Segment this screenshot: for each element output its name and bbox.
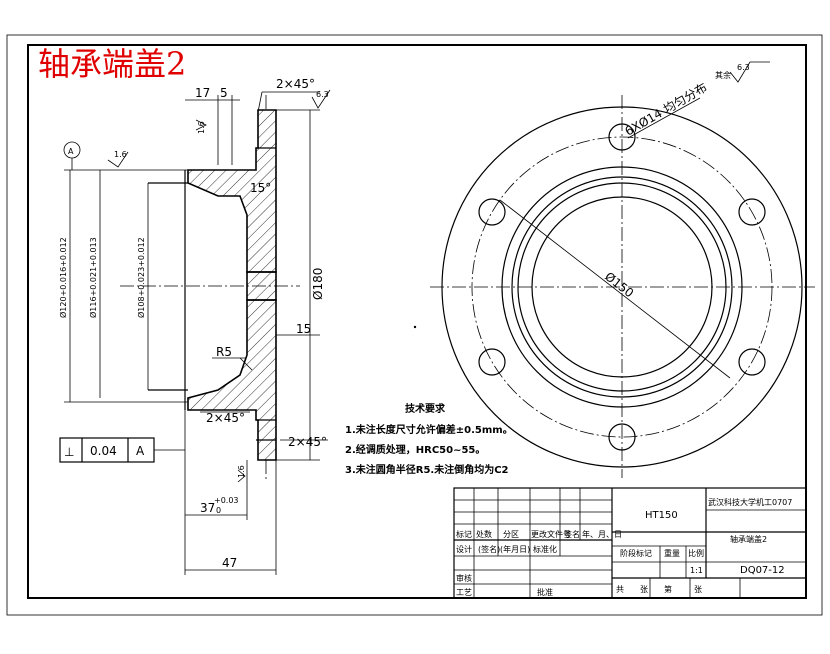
tolerance-value: 0.04	[90, 444, 117, 458]
dim-angle15: 15°	[250, 181, 271, 195]
rough-a: 1.6	[197, 121, 206, 134]
dim-r5: R5	[216, 345, 232, 359]
section-view: Ø120+0.016+0.012 Ø116+0.021+0.013 Ø108+0…	[58, 77, 331, 575]
dim-d120: Ø120+0.016+0.012	[58, 237, 68, 318]
rest-label: 其余	[715, 70, 731, 80]
tb-school: 武汉科技大学机工0707	[708, 497, 792, 507]
tb-approve: 批准	[537, 587, 553, 597]
dim-15: 15	[296, 322, 311, 336]
tolerance-symbol: ⊥	[64, 445, 74, 459]
tb-sheet-unit-2: 张	[694, 585, 702, 594]
tb-sheet-unit-1: 张	[640, 585, 648, 594]
rough-general: 6.3	[737, 63, 750, 72]
bolt-hole	[608, 123, 636, 151]
note-1: 1.未注长度尺寸允许偏差±0.5mm。	[345, 423, 513, 436]
tb-design: 设计	[456, 544, 472, 554]
bolt-hole	[478, 348, 506, 376]
inner-border	[27, 44, 807, 599]
dim-d150: Ø150	[602, 269, 636, 300]
bolt-hole	[738, 198, 766, 226]
rough-c: 1.6	[237, 465, 246, 478]
section-lower	[187, 299, 277, 461]
bolt-hole	[478, 198, 506, 226]
tb-weight: 重量	[664, 548, 680, 558]
tb-drawing-no: DQ07-12	[740, 565, 785, 576]
dim-d108: Ø108+0.023+0.012	[136, 237, 146, 318]
dim-holes: 6XØ14 均匀分布	[623, 80, 710, 138]
dim-5: 5	[220, 86, 228, 100]
note-3: 3.未注圆角半径R5.未注倒角均为C2	[345, 463, 509, 476]
tb-row-label-5: 签名	[564, 529, 580, 539]
outer-border	[6, 34, 823, 616]
tb-part-name: 轴承端盖2	[730, 534, 767, 544]
dim-chamfer-bot: 2×45°	[288, 435, 327, 449]
tb-ratio: 比例	[688, 548, 704, 558]
datum-label: A	[68, 147, 74, 156]
dim-37-tol-low: 0	[216, 506, 221, 515]
tb-row-label-3: 分区	[503, 530, 519, 539]
tb-standard: 标准化	[533, 544, 557, 554]
note-2: 2.经调质处理，HRC50~55。	[345, 443, 485, 456]
dim-37: 37	[200, 501, 215, 515]
dim-d180: Ø180	[311, 268, 325, 300]
bolt-hole	[738, 348, 766, 376]
dim-d116: Ø116+0.021+0.013	[88, 237, 98, 318]
rough-top: 6.3	[316, 90, 329, 99]
title-block: 标记 处数 分区 更改文件号 签名 年、月、日 设计 (签名) (年月日) 标准…	[453, 487, 807, 599]
tolerance-datum: A	[136, 444, 145, 458]
dim-17: 17	[195, 86, 210, 100]
tb-row-label-2: 处数	[476, 529, 492, 539]
tb-signature: (签名)	[478, 544, 500, 554]
tb-review: 审核	[456, 573, 472, 583]
tb-stage-mark: 阶段标记	[620, 548, 652, 558]
bolt-hole	[608, 423, 636, 451]
tb-date: (年月日)	[500, 544, 530, 554]
tb-row-label-1: 标记	[456, 529, 472, 539]
dim-37-tol-up: +0.03	[214, 496, 239, 505]
rough-b: 1.6	[114, 150, 127, 159]
tb-material: HT150	[645, 510, 678, 521]
tb-scale: 1:1	[690, 566, 703, 575]
dim-chamfer-mid: 2×45°	[206, 411, 245, 425]
tb-row-label-6: 年、月、日	[582, 529, 622, 539]
tb-process: 工艺	[456, 588, 472, 597]
tb-sheet-no: 第	[664, 584, 672, 594]
technical-notes: 技术要求 1.未注长度尺寸允许偏差±0.5mm。 2.经调质处理，HRC50~5…	[345, 402, 513, 476]
tolerance-frame: ⊥ 0.04 A	[59, 437, 185, 463]
dim-47: 47	[222, 556, 237, 570]
tb-row-label-4: 更改文件号	[531, 529, 571, 539]
drawing-title: 轴承端盖2	[38, 45, 186, 83]
tb-sheet-total: 共	[616, 585, 624, 594]
notes-heading: 技术要求	[405, 402, 446, 415]
dim-chamfer-top: 2×45°	[276, 77, 315, 91]
end-view: Ø150 6XØ14 均匀分布	[413, 80, 815, 478]
